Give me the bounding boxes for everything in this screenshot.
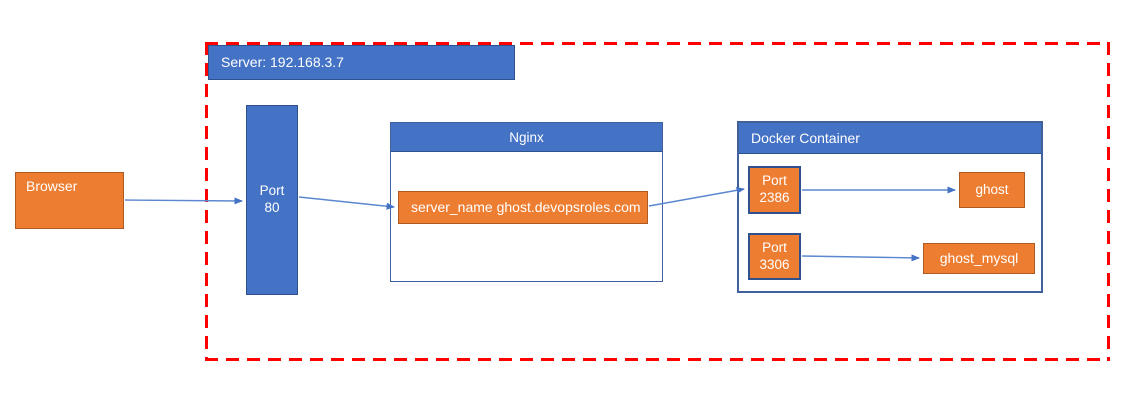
server-name-text: server_name ghost.devopsroles.com — [411, 198, 641, 215]
browser-label: Browser — [26, 178, 78, 194]
port-80-node: Port 80 — [246, 105, 298, 295]
nginx-header: Nginx — [391, 123, 662, 152]
nginx-title: Nginx — [509, 129, 544, 145]
docker-title: Docker Container — [751, 130, 860, 146]
server-label: Server: 192.168.3.7 — [208, 45, 515, 80]
port-2386-node: Port 2386 — [748, 166, 801, 214]
server-boundary-left — [205, 42, 208, 361]
ghost-mysql-label: ghost_mysql — [939, 249, 1019, 266]
server-boundary-top — [205, 42, 1110, 45]
arrow-port80-to-servername — [298, 196, 395, 210]
port-80-label-line2: 80 — [264, 200, 280, 215]
browser-node: Browser — [15, 172, 124, 229]
server-boundary-bottom — [205, 358, 1110, 361]
server-name-node: server_name ghost.devopsroles.com — [398, 191, 648, 224]
port-3306-label-line2: 3306 — [759, 256, 790, 272]
ghost-mysql-node: ghost_mysql — [923, 243, 1035, 274]
port-3306-node: Port 3306 — [748, 233, 801, 280]
ghost-label: ghost — [975, 181, 1009, 197]
port-2386-label-line2: 2386 — [759, 190, 790, 205]
arrow-browser-to-port80 — [124, 197, 243, 205]
server-label-text: Server: 192.168.3.7 — [221, 53, 344, 70]
server-boundary-right — [1107, 42, 1110, 361]
port-2386-label-line1: Port — [762, 173, 787, 189]
arrow-servername-to-port2386 — [648, 186, 745, 207]
port-80-label-line1: Port — [259, 183, 285, 199]
port-3306-label-line1: Port — [762, 239, 787, 255]
ghost-node: ghost — [959, 172, 1025, 208]
docker-header: Docker Container — [739, 123, 1041, 154]
